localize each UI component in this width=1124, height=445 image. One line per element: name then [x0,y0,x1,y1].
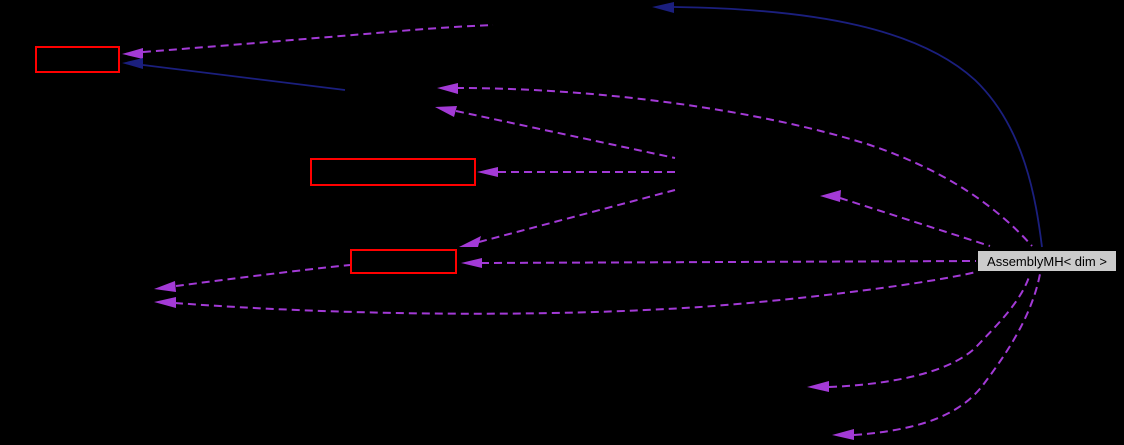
class-node-middle[interactable] [310,158,476,186]
arrowhead-icon [820,190,841,202]
current-class-node[interactable]: AssemblyMH< dim > [976,249,1118,273]
arrowhead-icon [832,429,854,440]
usage-edge-current-to-bottom-hidden-1 [807,273,1031,392]
inheritance-edge-tophidden-to-topleft-red-node [122,58,346,91]
usage-edge-current-to-left-hidden-2 [154,271,977,315]
usage-edge-path [853,273,1041,436]
class-node-top-left[interactable] [35,46,120,73]
usage-edge-current-to-bottom-hidden-2 [832,273,1041,440]
usage-edge-path [839,197,991,247]
usage-edge-path [455,110,676,159]
usage-edge-path [828,273,1031,388]
inheritance-edge-current-to-topbasehidden [652,2,1043,248]
inheritance-edge-path [673,6,1043,248]
arrowhead-icon [154,297,176,308]
usage-edge-topbasehidden-to-topleft-red-node [122,24,494,59]
usage-edge-current-to-mid-hidden [820,190,991,247]
arrowhead-icon [477,167,498,177]
arrowhead-icon [807,381,829,392]
usage-edge-path [142,24,494,53]
inheritance-edge-path [142,64,346,91]
usage-edge-lower-red-node-to-left-hidden-1 [154,264,351,292]
arrowhead-icon [437,83,458,94]
usage-edge-current-to-top-hidden [437,83,1033,247]
arrowhead-icon [435,106,457,117]
usage-edge-path [174,271,977,315]
usage-edge-path [478,189,676,243]
class-node-lower[interactable] [350,249,457,274]
usage-edge-midhidden-to-tophidden [435,106,676,159]
usage-edge-path [480,260,977,264]
arrowhead-icon [122,58,143,69]
arrowhead-icon [459,236,481,247]
usage-edge-path [175,264,351,287]
current-class-label: AssemblyMH< dim > [987,253,1107,269]
arrowhead-icon [652,2,674,13]
arrowhead-icon [154,281,176,292]
usage-edge-path [455,87,1033,247]
usage-edge-midhidden-to-middle-red-node [477,167,676,177]
usage-edge-midhidden-to-lower-red-node [459,189,676,247]
arrowhead-icon [122,48,143,59]
arrowhead-icon [461,258,482,268]
usage-edge-current-to-lower-red-node [461,258,977,268]
